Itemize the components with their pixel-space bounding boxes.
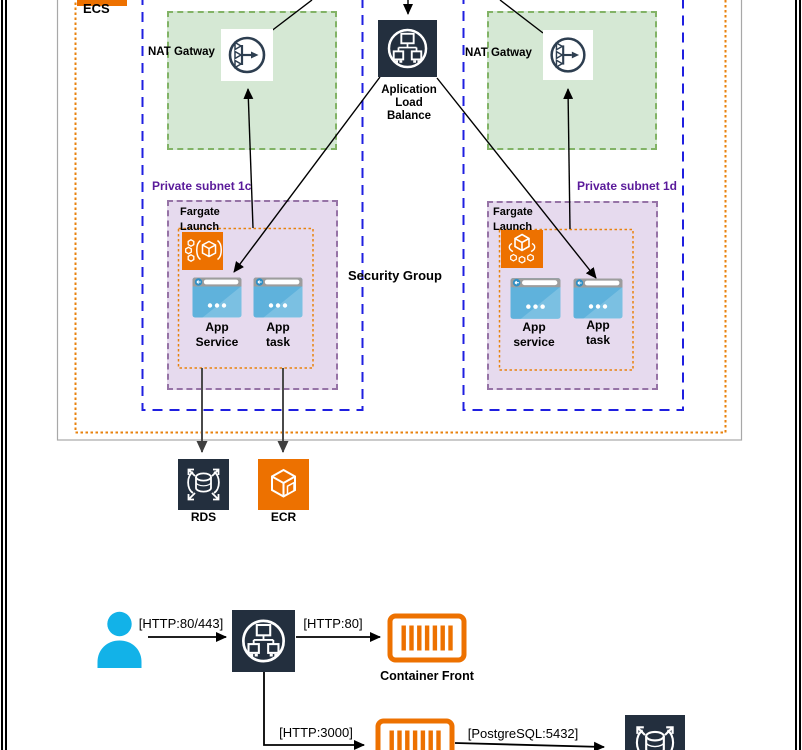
- app-service-1d-icon: [510, 277, 561, 320]
- page-border-left-outer: [1, 0, 3, 750]
- fargate-launch-1c-label: Fargate Launch: [180, 206, 220, 233]
- nat-gateway-1a-label: NAT Gatway: [148, 46, 215, 58]
- app-service-1d-label: App service: [513, 320, 555, 349]
- public-subnet-1b-title: Public subnet 1b: [548, 0, 648, 3]
- private-subnet-1c-title: Private subnet 1c: [152, 179, 252, 193]
- ecs-service-glyph: [184, 239, 222, 262]
- fargate-icon: [501, 230, 543, 268]
- rds-flow-icon: [625, 715, 685, 750]
- ecr-icon: [258, 459, 309, 510]
- app-task-1d-icon: [573, 277, 623, 320]
- ecs-service-icon: [182, 232, 223, 270]
- alb-icon-glyph: [242, 619, 285, 663]
- app-window-glyph: [510, 277, 561, 320]
- page-border-right-inner: [795, 0, 797, 750]
- load-balancer-flow-icon: [232, 610, 295, 672]
- rds-glyph: [187, 468, 220, 501]
- container-front-icon: [387, 613, 467, 663]
- fargate-glyph: [508, 233, 536, 264]
- container-back-icon: [375, 718, 455, 750]
- rds-icon: [178, 459, 229, 510]
- app-window-glyph: [573, 277, 623, 320]
- public-subnet-1a-title: Public subnet 1a: [167, 0, 262, 3]
- app-service-1c-icon: [192, 277, 242, 318]
- edge-label-http-3000: [HTTP:3000]: [279, 725, 353, 740]
- edge-label-http-80-443: [HTTP:80/443]: [138, 616, 224, 631]
- ecr-label: ECR: [270, 510, 297, 524]
- application-load-balancer-icon: [378, 20, 437, 77]
- nat-gateway-1b-icon: [543, 30, 593, 80]
- nat-gateway-1b-label: NAT Gatway: [465, 47, 532, 59]
- security-group-label: Security Group: [348, 268, 442, 283]
- alb-icon-glyph: [387, 28, 428, 69]
- edge-label-http-80: [HTTP:80]: [303, 616, 363, 631]
- nat-icon-glyph: [228, 36, 266, 74]
- container-glyph: [387, 613, 467, 663]
- nat-gateway-1a-icon: [221, 29, 273, 81]
- page-border-right-outer: [799, 0, 801, 750]
- ecr-glyph: [271, 469, 296, 498]
- container-front-label: Container Front: [380, 669, 474, 683]
- app-task-1c-icon: [253, 277, 303, 318]
- edge-label-postgresql-5432: [PostgreSQL:5432]: [467, 726, 579, 741]
- page-border-left-inner: [5, 0, 7, 750]
- container-glyph: [375, 718, 455, 750]
- rds-label: RDS: [190, 510, 217, 524]
- app-window-glyph: [253, 277, 303, 318]
- app-service-1c-label: App Service: [195, 320, 239, 349]
- nat-icon-glyph: [550, 37, 586, 73]
- application-load-balancer-label: Aplication Load Balance: [381, 84, 437, 122]
- private-subnet-1d-title: Private subnet 1d: [576, 179, 677, 193]
- app-task-1d-label: App task: [585, 318, 611, 347]
- app-task-1c-label: App task: [265, 320, 291, 349]
- rds-glyph: [635, 726, 675, 750]
- app-window-glyph: [192, 277, 242, 318]
- ecs-cluster-label: ECS: [83, 1, 110, 16]
